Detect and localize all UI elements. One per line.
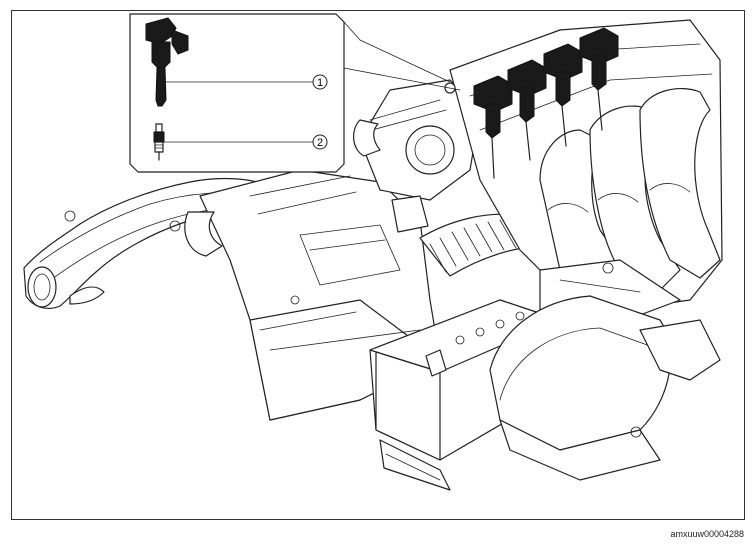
throttle-body xyxy=(353,79,481,233)
ignition-coil-detail xyxy=(145,17,315,107)
spark-plug-detail xyxy=(153,123,315,161)
fuse-box-cover xyxy=(489,295,721,481)
callout-2: 2 xyxy=(312,134,328,150)
inset-box xyxy=(129,13,461,173)
image-code: amxuuw00004288 xyxy=(670,529,744,539)
callout-1: 1 xyxy=(312,74,328,90)
callout-2-label: 2 xyxy=(317,137,323,149)
callout-1-label: 1 xyxy=(317,77,323,89)
engine-block xyxy=(449,19,723,331)
